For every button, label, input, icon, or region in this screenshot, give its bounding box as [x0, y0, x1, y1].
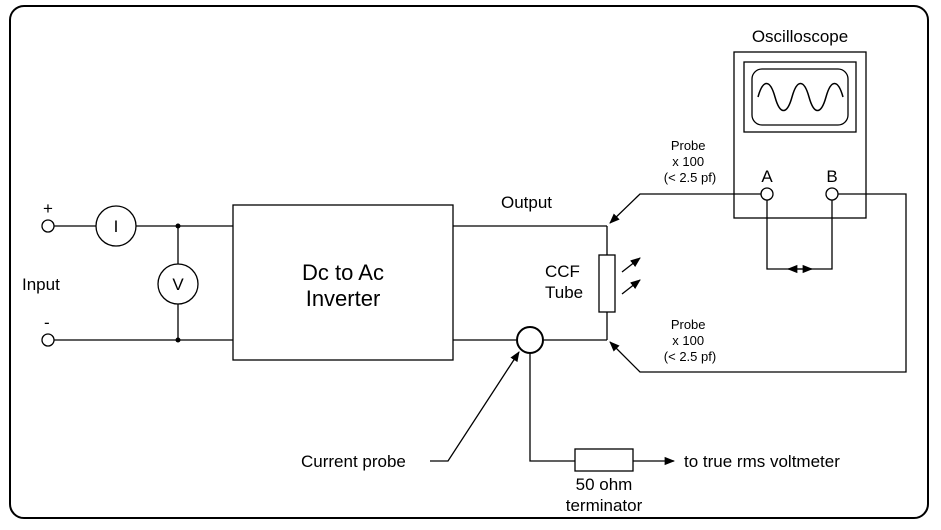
channel-a-input [760, 187, 774, 201]
voltmeter [157, 263, 199, 305]
current-probe-ring [516, 326, 544, 354]
light-emission-arrow [621, 279, 641, 295]
ammeter-label: I [114, 217, 119, 236]
inverter-label-line2: Inverter [306, 286, 381, 311]
diagram-frame [9, 5, 929, 519]
oscilloscope-label: Oscilloscope [752, 27, 848, 46]
probe-b-label-line3: (< 2.5 pf) [664, 349, 716, 364]
probe-a-lead [609, 193, 761, 224]
minus-sign: - [44, 313, 50, 332]
plus-sign: + [43, 199, 53, 218]
inverter-label-line1: Dc to Ac [302, 260, 384, 285]
terminator-label-line1: 50 ohm [576, 475, 633, 494]
current-probe-label: Current probe [301, 452, 406, 471]
input-label: Input [22, 275, 60, 294]
inverter-box [232, 204, 454, 361]
channel-a-label: A [761, 167, 773, 186]
current-probe-lead [529, 353, 575, 462]
probe-b-label-line1: Probe [671, 317, 706, 332]
probe-a-label-line2: x 100 [672, 154, 704, 169]
probe-b-lead [609, 193, 907, 373]
voltmeter-label: V [172, 275, 184, 294]
probe-a-label-line3: (< 2.5 pf) [664, 170, 716, 185]
junction-dot [175, 223, 181, 229]
probe-b-label: Probe x 100 (< 2.5 pf) [664, 317, 716, 364]
ccf-tube [598, 254, 616, 313]
output-label: Output [501, 193, 552, 212]
current-probe-pointer [430, 351, 520, 462]
channel-b-label: B [826, 167, 837, 186]
to-voltmeter-label: to true rms voltmeter [684, 452, 840, 471]
ccf-label-line2: Tube [545, 283, 583, 302]
ammeter [95, 205, 137, 247]
terminator-label-line2: terminator [566, 496, 643, 515]
oscilloscope-screen [751, 68, 849, 126]
terminator-resistor [574, 448, 634, 472]
input-minus-terminal [41, 333, 55, 347]
probe-b-label-line2: x 100 [672, 333, 704, 348]
channel-b-input [825, 187, 839, 201]
ccf-label-line1: CCF [545, 262, 580, 281]
probe-a-label-line1: Probe [671, 138, 706, 153]
probe-a-label: Probe x 100 (< 2.5 pf) [664, 138, 716, 185]
junction-dot [175, 337, 181, 343]
waveform-icon [757, 82, 844, 112]
light-emission-arrow [621, 257, 641, 273]
input-plus-terminal [41, 219, 55, 233]
